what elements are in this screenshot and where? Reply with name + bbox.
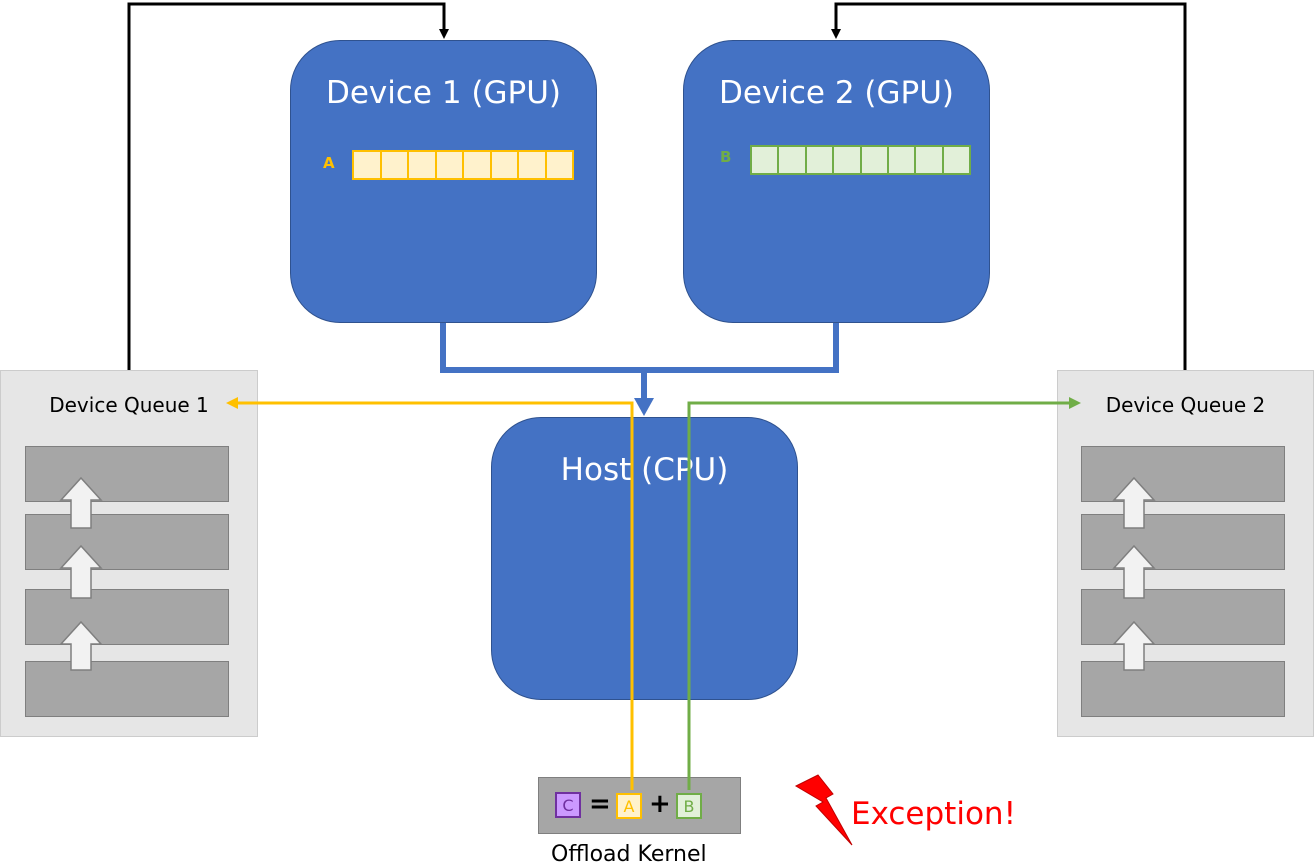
array-b-flow-line <box>687 397 1081 790</box>
array-b-cell <box>779 147 807 173</box>
queue-up-arrow-icon <box>59 620 103 671</box>
device2-box: Device 2 (GPU) <box>683 40 990 323</box>
kernel-plus-sign: + <box>649 789 671 819</box>
queue2-slot <box>1081 514 1285 570</box>
array-b-cell <box>834 147 862 173</box>
array-a <box>352 150 574 180</box>
array-b-cell <box>752 147 780 173</box>
devices-to-host-bus <box>440 322 839 373</box>
host-box: Host (CPU) <box>491 417 798 700</box>
array-b-cell <box>916 147 944 173</box>
queue-up-arrow-icon <box>1112 544 1156 599</box>
kernel-operand-a: A <box>616 793 642 819</box>
array-b-cell <box>807 147 835 173</box>
array-a-cell <box>382 152 409 178</box>
queue1-slot <box>25 589 229 645</box>
queue1-slot <box>25 661 229 717</box>
array-a-cell <box>519 152 547 178</box>
array-b-cell <box>862 147 889 173</box>
queue-up-arrow-icon <box>59 476 103 529</box>
kernel-equals-sign: = <box>589 789 611 819</box>
array-a-cell <box>464 152 492 178</box>
device2-title: Device 2 (GPU) <box>718 75 955 111</box>
device-queue-1: Device Queue 1 <box>0 370 258 737</box>
kernel-result-c: C <box>555 792 581 818</box>
kernel-operand-b: B <box>676 793 702 819</box>
queue2-slot <box>1081 589 1285 645</box>
array-b-cell <box>889 147 917 173</box>
device1-title: Device 1 (GPU) <box>325 75 562 111</box>
queue1-slot <box>25 446 229 502</box>
device1-box: Device 1 (GPU) <box>290 40 597 323</box>
array-a-label: A <box>323 154 335 172</box>
array-a-flow-line <box>226 397 634 790</box>
host-title: Host (CPU) <box>560 452 729 488</box>
array-a-cell <box>354 152 382 178</box>
exception-text: Exception! <box>851 796 1016 832</box>
array-a-cell <box>492 152 519 178</box>
array-b <box>750 145 971 175</box>
device-queue-2: Device Queue 2 <box>1057 370 1314 737</box>
array-a-cell <box>409 152 437 178</box>
queue-up-arrow-icon <box>59 544 103 599</box>
queue-up-arrow-icon <box>1112 476 1156 529</box>
offload-kernel-label: Offload Kernel <box>551 842 707 867</box>
queue2-slot <box>1081 446 1285 502</box>
queue1-to-device1-line <box>127 2 449 370</box>
queue-up-arrow-icon <box>1112 620 1156 671</box>
device-queue-2-title: Device Queue 2 <box>1105 393 1266 417</box>
array-a-cell <box>437 152 464 178</box>
queue1-slot <box>25 514 229 570</box>
bus-arrowhead <box>634 398 654 416</box>
device-queue-1-title: Device Queue 1 <box>49 393 209 417</box>
offload-kernel-box: C = A + B <box>538 777 741 834</box>
queue2-slot <box>1081 661 1285 717</box>
queue2-to-device2-line <box>831 2 1187 370</box>
array-b-label: B <box>720 148 732 166</box>
